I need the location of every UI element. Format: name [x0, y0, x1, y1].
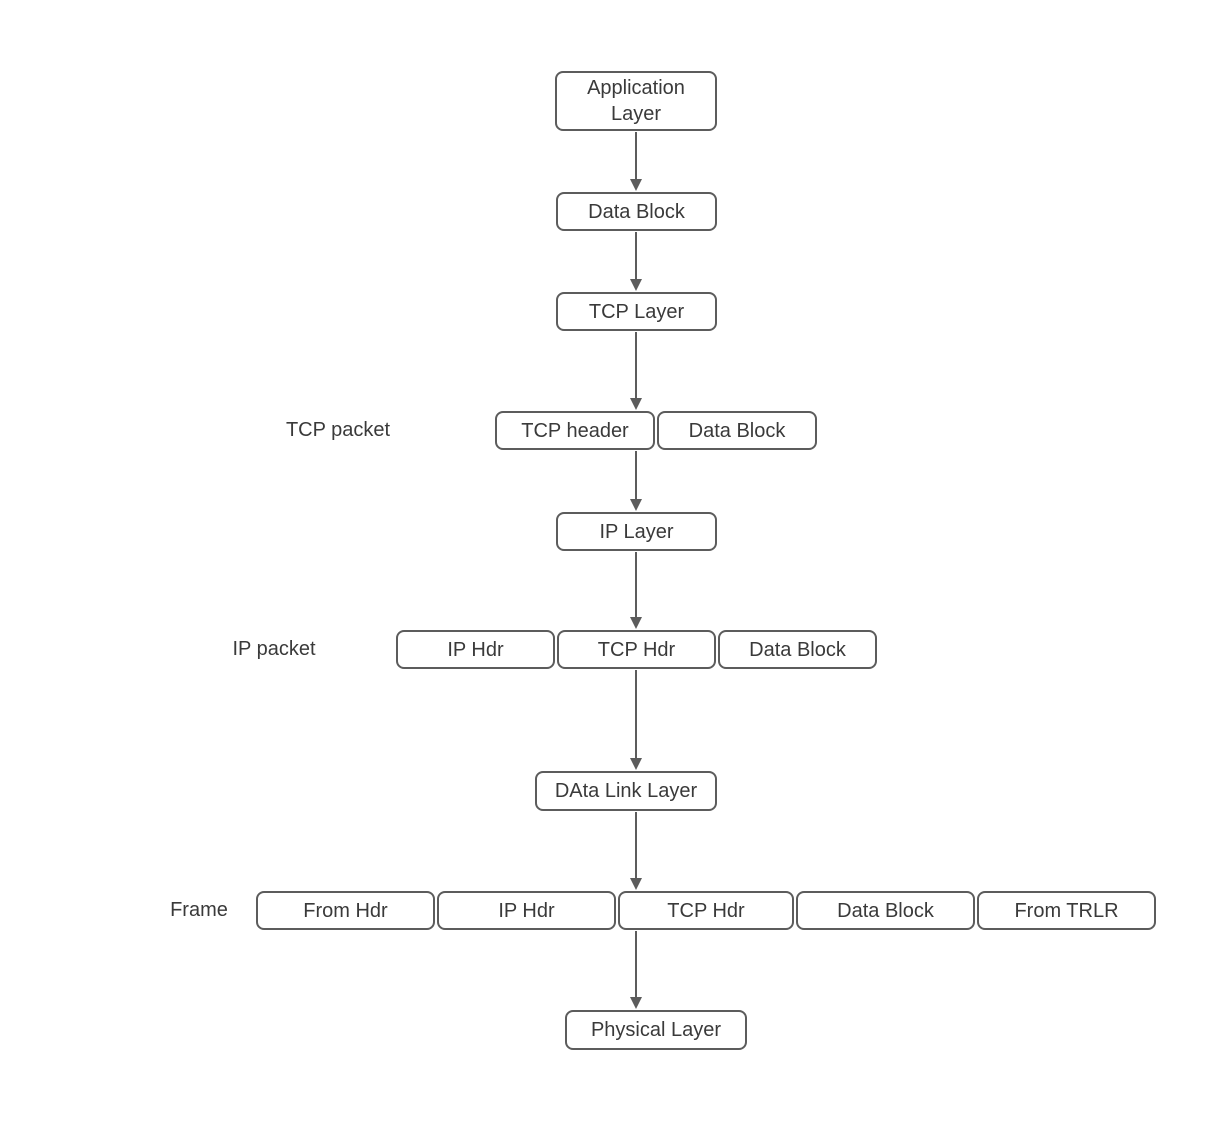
node-data-block: Data Block [556, 192, 717, 231]
node-physical-layer: Physical Layer [565, 1010, 747, 1050]
node-frame-from-hdr: From Hdr [256, 891, 435, 930]
node-tcp-layer: TCP Layer [556, 292, 717, 331]
node-frame-tcp-hdr: TCP Hdr [618, 891, 794, 930]
node-ip-hdr: IP Hdr [396, 630, 555, 669]
node-tcp-header: TCP header [495, 411, 655, 450]
node-tcp-packet-data-block: Data Block [657, 411, 817, 450]
node-data-link-layer: DAta Link Layer [535, 771, 717, 811]
node-ip-layer: IP Layer [556, 512, 717, 551]
node-frame-from-trlr: From TRLR [977, 891, 1156, 930]
label-ip-packet: IP packet [232, 638, 316, 660]
label-tcp-packet: TCP packet [285, 419, 391, 441]
label-frame: Frame [170, 899, 228, 921]
node-tcp-hdr: TCP Hdr [557, 630, 716, 669]
node-application-layer: Application Layer [555, 71, 717, 131]
node-ip-packet-data-block: Data Block [718, 630, 877, 669]
node-frame-data-block: Data Block [796, 891, 975, 930]
node-frame-ip-hdr: IP Hdr [437, 891, 616, 930]
